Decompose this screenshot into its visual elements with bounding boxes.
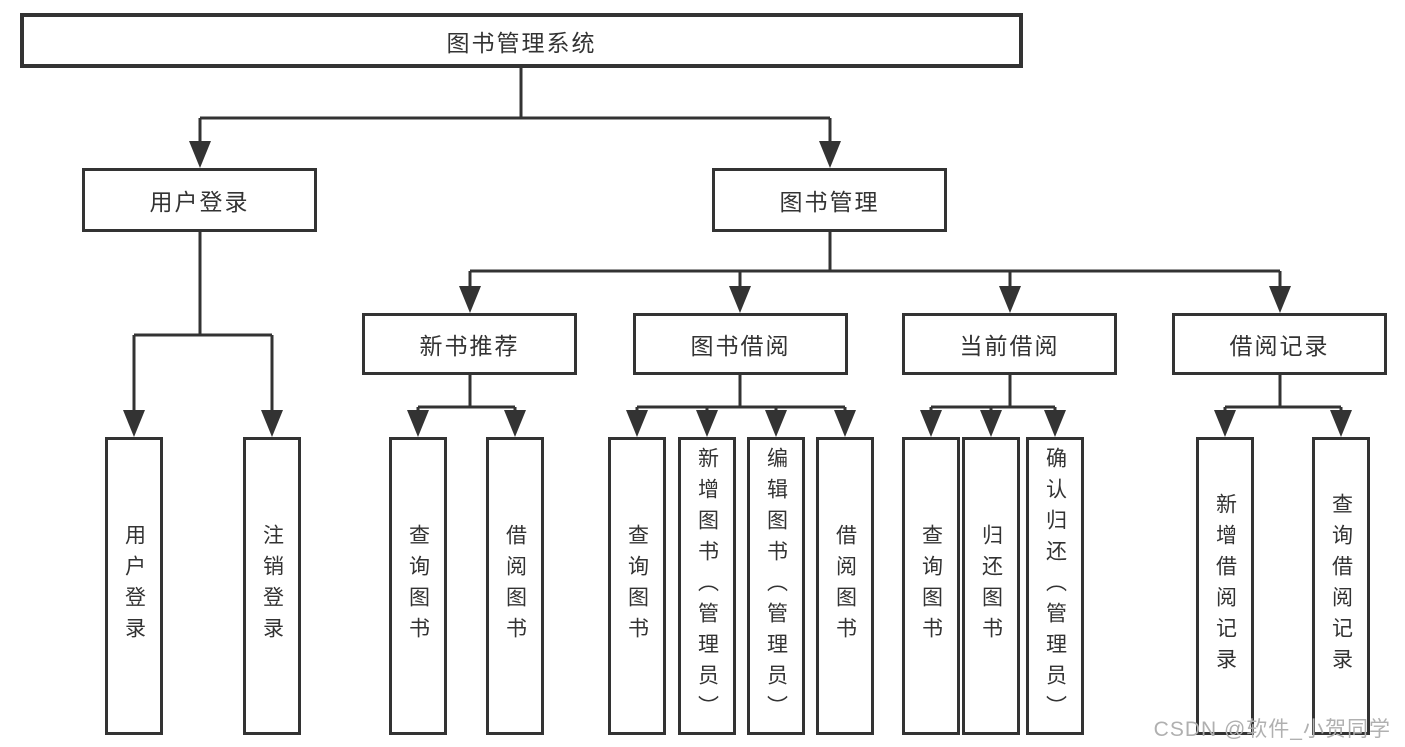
node-library-management-system: 图书管理系统 xyxy=(20,13,1023,68)
node-leaf-query-books-recommend: 查询图书 xyxy=(389,437,447,735)
node-book-borrowing: 图书借阅 xyxy=(633,313,848,375)
arrowhead-icon xyxy=(261,410,283,437)
arrowhead-icon xyxy=(999,286,1021,313)
arrowhead-icon xyxy=(1044,410,1066,437)
watermark-csdn: CSDN @软件_小贺同学 xyxy=(1153,718,1391,741)
arrowhead-icon xyxy=(123,410,145,437)
node-leaf-borrow-books-recommend: 借阅图书 xyxy=(486,437,544,735)
node-leaf-edit-books-admin: 编辑图书（管理员） xyxy=(747,437,805,735)
node-user-login: 用户登录 xyxy=(82,168,317,232)
arrowhead-icon xyxy=(1269,286,1291,313)
node-leaf-query-books-borrowing: 查询图书 xyxy=(608,437,666,735)
arrowhead-icon xyxy=(407,410,429,437)
arrowhead-icon xyxy=(1330,410,1352,437)
node-leaf-return-books: 归还图书 xyxy=(962,437,1020,735)
arrowhead-icon xyxy=(920,410,942,437)
node-book-management: 图书管理 xyxy=(712,168,947,232)
arrowhead-icon xyxy=(189,141,211,168)
arrowhead-icon xyxy=(459,286,481,313)
node-leaf-add-books-admin: 新增图书（管理员） xyxy=(678,437,736,735)
arrowhead-icon xyxy=(729,286,751,313)
node-leaf-query-borrow-record: 查询借阅记录 xyxy=(1312,437,1370,735)
arrowhead-icon xyxy=(626,410,648,437)
arrowhead-icon xyxy=(765,410,787,437)
node-new-book-recommendation: 新书推荐 xyxy=(362,313,577,375)
node-leaf-confirm-return-admin: 确认归还（管理员） xyxy=(1026,437,1084,735)
node-leaf-user-login: 用户登录 xyxy=(105,437,163,735)
arrowhead-icon xyxy=(696,410,718,437)
arrowhead-icon xyxy=(1214,410,1236,437)
arrowhead-icon xyxy=(819,141,841,168)
node-leaf-logout: 注销登录 xyxy=(243,437,301,735)
arrowhead-icon xyxy=(834,410,856,437)
node-leaf-query-books-current: 查询图书 xyxy=(902,437,960,735)
node-leaf-borrow-books: 借阅图书 xyxy=(816,437,874,735)
arrowhead-icon xyxy=(980,410,1002,437)
arrowhead-icon xyxy=(504,410,526,437)
node-leaf-add-borrow-record: 新增借阅记录 xyxy=(1196,437,1254,735)
node-current-borrowing: 当前借阅 xyxy=(902,313,1117,375)
node-borrowing-records: 借阅记录 xyxy=(1172,313,1387,375)
